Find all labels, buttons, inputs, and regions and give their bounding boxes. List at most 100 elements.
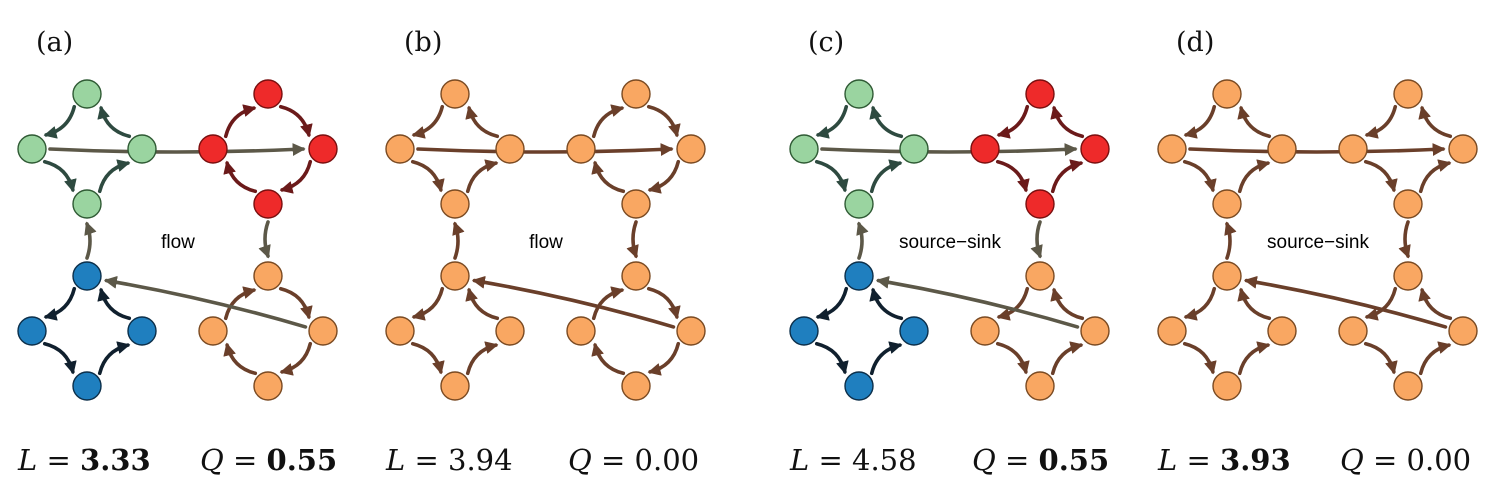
graph-node (127, 316, 157, 346)
cluster-edge (1050, 341, 1084, 376)
cluster-edge (278, 104, 313, 138)
cluster-edge (97, 287, 132, 321)
cluster-edge (646, 104, 681, 138)
bridge-edge (258, 220, 271, 259)
graph-node (899, 134, 929, 164)
cluster-edge (1237, 287, 1272, 321)
cluster-edge (1183, 104, 1217, 139)
cluster-edge (1364, 104, 1398, 139)
center-label: flow (529, 232, 563, 253)
bridge-edge (84, 221, 97, 260)
graph-node (385, 316, 415, 346)
graph-node (844, 261, 874, 291)
graph-node (970, 316, 1000, 346)
cluster-edge (465, 287, 500, 321)
graph-node (72, 371, 102, 401)
cluster-edge (869, 341, 903, 376)
graph-node (72, 189, 102, 219)
cluster-edge (815, 104, 849, 139)
cluster-edge (1418, 341, 1452, 376)
cluster-edge (410, 159, 445, 193)
cluster-edge (1182, 159, 1217, 193)
graph-node (253, 79, 283, 109)
graph-node (17, 134, 47, 164)
cluster-edge (1050, 105, 1085, 139)
graph-node (440, 189, 470, 219)
graph-node (495, 134, 525, 164)
graph-node (1267, 316, 1297, 346)
graph-node (1338, 316, 1368, 346)
graph-node (1338, 134, 1368, 164)
panel-label: (d) (1176, 27, 1214, 58)
cluster-edge (465, 341, 499, 376)
graph-node (789, 134, 819, 164)
graph-node (899, 316, 929, 346)
graph-node (621, 261, 651, 291)
cluster-edge (1237, 159, 1271, 194)
cluster-edge (647, 341, 681, 376)
cluster-edge (1418, 287, 1453, 321)
bridge-edge (1243, 275, 1448, 329)
graph-node (1025, 261, 1055, 291)
graph-node (440, 261, 470, 291)
cluster-edge (278, 286, 313, 320)
graph-node (566, 316, 596, 346)
cluster-edge (410, 341, 445, 375)
graph-node (1267, 134, 1297, 164)
metric-Q: Q = 0.00 (1340, 443, 1471, 477)
cluster-edge (1183, 286, 1217, 321)
metric-L: L = 3.93 (1157, 443, 1291, 477)
cluster-edge (869, 159, 903, 194)
cluster-edge (1364, 286, 1398, 321)
panel-label: (b) (404, 27, 442, 58)
cluster-edge (279, 159, 313, 194)
bridge-edge (875, 275, 1080, 329)
bridge-edge (452, 221, 465, 260)
graph-node (253, 261, 283, 291)
graph-node (1025, 79, 1055, 109)
bridge-edge (856, 221, 869, 260)
cluster-edge (223, 342, 258, 376)
bridge-edge (103, 275, 308, 329)
graph-node (308, 134, 338, 164)
center-label: source−sink (899, 232, 1001, 253)
graph-node (495, 316, 525, 346)
cluster-edge (42, 159, 77, 193)
graph-node (621, 371, 651, 401)
graph-node (1448, 316, 1478, 346)
graph-node (1393, 79, 1423, 109)
graph-node (308, 316, 338, 346)
bridge-edge (1224, 221, 1237, 260)
cluster-edge (995, 341, 1030, 375)
cluster-edge (465, 105, 500, 139)
cluster-edge (97, 105, 132, 139)
graph-node (440, 371, 470, 401)
graph-node (253, 189, 283, 219)
cluster-edge (223, 160, 258, 194)
cluster-edge (223, 104, 257, 139)
cluster-edge (43, 104, 77, 139)
cluster-edge (411, 286, 445, 321)
graph-node (566, 134, 596, 164)
cluster-edge (646, 286, 681, 320)
graph-node (970, 134, 1000, 164)
metric-Q: Q = 0.55 (200, 443, 337, 477)
graph-node (621, 79, 651, 109)
cluster-edge (647, 159, 681, 194)
cluster-edge (279, 341, 313, 376)
cluster-edge (1050, 287, 1085, 321)
graph-node (440, 79, 470, 109)
graph-node (1025, 189, 1055, 219)
graph-node (1212, 189, 1242, 219)
metric-Q: Q = 0.00 (568, 443, 699, 477)
graph-node (789, 316, 819, 346)
cluster-edge (1237, 105, 1272, 139)
graph-node (1212, 261, 1242, 291)
metric-L: L = 3.33 (17, 443, 151, 477)
bridge-edge (471, 275, 676, 329)
graph-node (844, 371, 874, 401)
graph-node (127, 134, 157, 164)
